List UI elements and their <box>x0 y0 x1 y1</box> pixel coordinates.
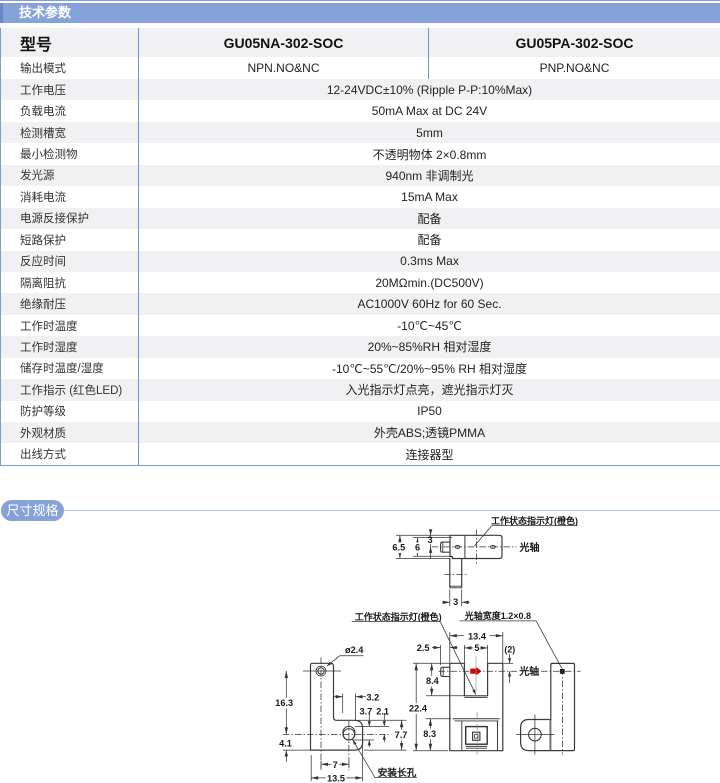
svg-text:22.4: 22.4 <box>409 703 428 713</box>
svg-text:ø2.4: ø2.4 <box>345 645 364 655</box>
svg-text:5: 5 <box>474 643 479 653</box>
svg-text:16.3: 16.3 <box>275 698 293 708</box>
svg-text:(2): (2) <box>504 645 515 655</box>
svg-text:3: 3 <box>427 535 432 545</box>
svg-text:3: 3 <box>453 597 458 607</box>
svg-text:6: 6 <box>415 543 420 553</box>
svg-text:工作状态指示灯(橙色): 工作状态指示灯(橙色) <box>491 515 578 526</box>
svg-text:4.1: 4.1 <box>279 739 292 749</box>
svg-text:3.2: 3.2 <box>366 693 379 703</box>
svg-text:2.1: 2.1 <box>376 707 389 717</box>
svg-text:光轴宽度1.2×0.8: 光轴宽度1.2×0.8 <box>464 610 531 621</box>
svg-text:光轴: 光轴 <box>518 665 539 678</box>
svg-text:光轴: 光轴 <box>519 541 540 554</box>
svg-text:13.5: 13.5 <box>327 774 345 783</box>
svg-text:8.4: 8.4 <box>426 676 440 686</box>
svg-text:6.5: 6.5 <box>392 543 405 553</box>
svg-text:7: 7 <box>333 760 338 770</box>
svg-text:7.7: 7.7 <box>395 730 408 740</box>
svg-text:13.4: 13.4 <box>468 631 487 641</box>
svg-text:8.3: 8.3 <box>423 729 436 739</box>
svg-text:3.7: 3.7 <box>360 707 373 717</box>
svg-text:工作状态指示灯(橙色): 工作状态指示灯(橙色) <box>355 611 442 622</box>
svg-text:2.5: 2.5 <box>417 643 430 653</box>
svg-text:安装长孔: 安装长孔 <box>378 766 417 779</box>
